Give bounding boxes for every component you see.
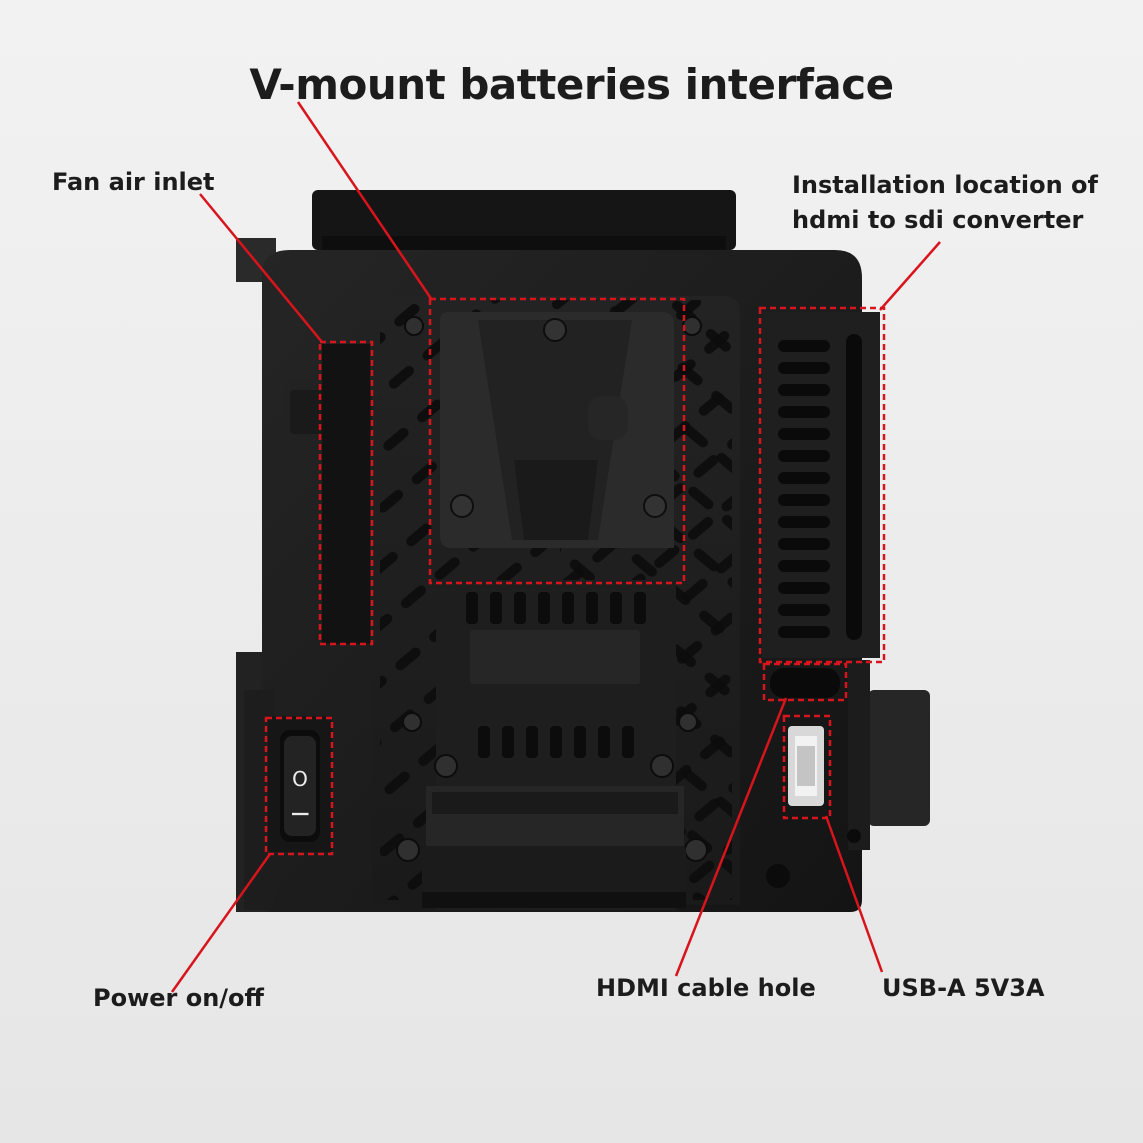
power-leader	[170, 853, 272, 993]
converter-location-line-2: hdmi to sdi converter	[792, 206, 1084, 234]
usb-leader	[824, 815, 884, 973]
v-mount-plate	[440, 312, 674, 548]
switch-off-mark: O	[292, 767, 308, 791]
converter-callout-box	[758, 306, 886, 664]
battery-connector	[422, 786, 686, 908]
top-cover	[312, 190, 736, 250]
hdmi-cable-hole	[770, 668, 840, 698]
hdmi-cable-hole-label: HDMI cable hole	[596, 974, 816, 1002]
converter-location-label: Installation location of hdmi to sdi con…	[792, 168, 1098, 238]
power-callout-box	[264, 716, 334, 856]
power-label: Power on/off	[93, 984, 264, 1012]
callout-annotations	[170, 101, 941, 993]
converter-leader	[879, 241, 941, 311]
switch-on-mark: I	[286, 811, 311, 818]
page-title: V-mount batteries interface	[249, 60, 894, 109]
hdmi-hole-leader	[674, 697, 788, 977]
usb-callout-box	[782, 714, 832, 820]
usb-a-port	[788, 726, 824, 806]
v-mount-leader	[296, 101, 434, 301]
fan-air-inlet-label: Fan air inlet	[52, 168, 215, 196]
v-mount-callout-box	[428, 297, 686, 585]
converter-location-line-1: Installation location of	[792, 171, 1098, 199]
fan-inlet-callout-box	[318, 340, 374, 646]
hdmi-hole-callout-box	[762, 662, 848, 702]
fan-inlet-leader	[199, 193, 323, 343]
side-vent	[762, 312, 880, 658]
usb-label: USB-A 5V3A	[882, 974, 1045, 1002]
power-switch: O I	[268, 716, 332, 852]
